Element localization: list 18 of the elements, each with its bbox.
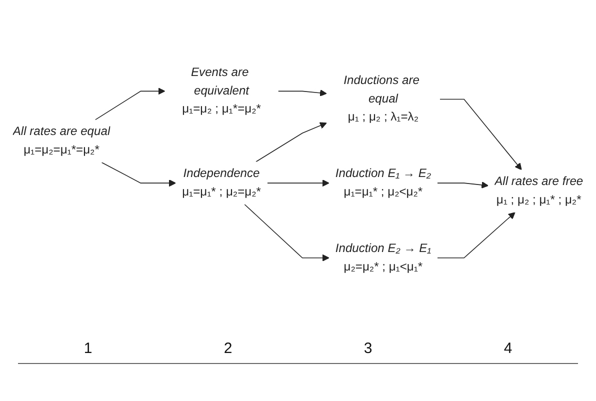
stage-number: 4 bbox=[504, 340, 512, 357]
arrow bbox=[94, 88, 166, 120]
arrow bbox=[437, 181, 488, 188]
node-text: Induction E₂ → E₁ μ₂=μ₂* ; μ₁<μ₁* bbox=[335, 241, 432, 274]
stage-number: 1 bbox=[84, 340, 92, 357]
node-text: Induction E₁ → E₂ μ₁=μ₁* ; μ₂<μ₂* bbox=[335, 166, 432, 198]
arrow bbox=[267, 180, 330, 187]
arrow bbox=[437, 212, 516, 258]
node-text: Events are equivalent μ₁=μ₂ ; μ₁*=μ₂* bbox=[182, 66, 261, 116]
arrow bbox=[101, 162, 176, 187]
node-text: Inductions are equal μ₁ ; μ₂ ; λ₁=λ₂ bbox=[344, 74, 420, 124]
arrow bbox=[440, 98, 522, 170]
arrow bbox=[256, 122, 327, 162]
stage-number: 2 bbox=[224, 340, 232, 357]
node-text: Independence μ₁=μ₁* ; μ₂=μ₂* bbox=[182, 166, 261, 198]
arrow bbox=[244, 204, 330, 262]
arrow bbox=[278, 89, 327, 96]
stage-number: 3 bbox=[364, 340, 372, 357]
